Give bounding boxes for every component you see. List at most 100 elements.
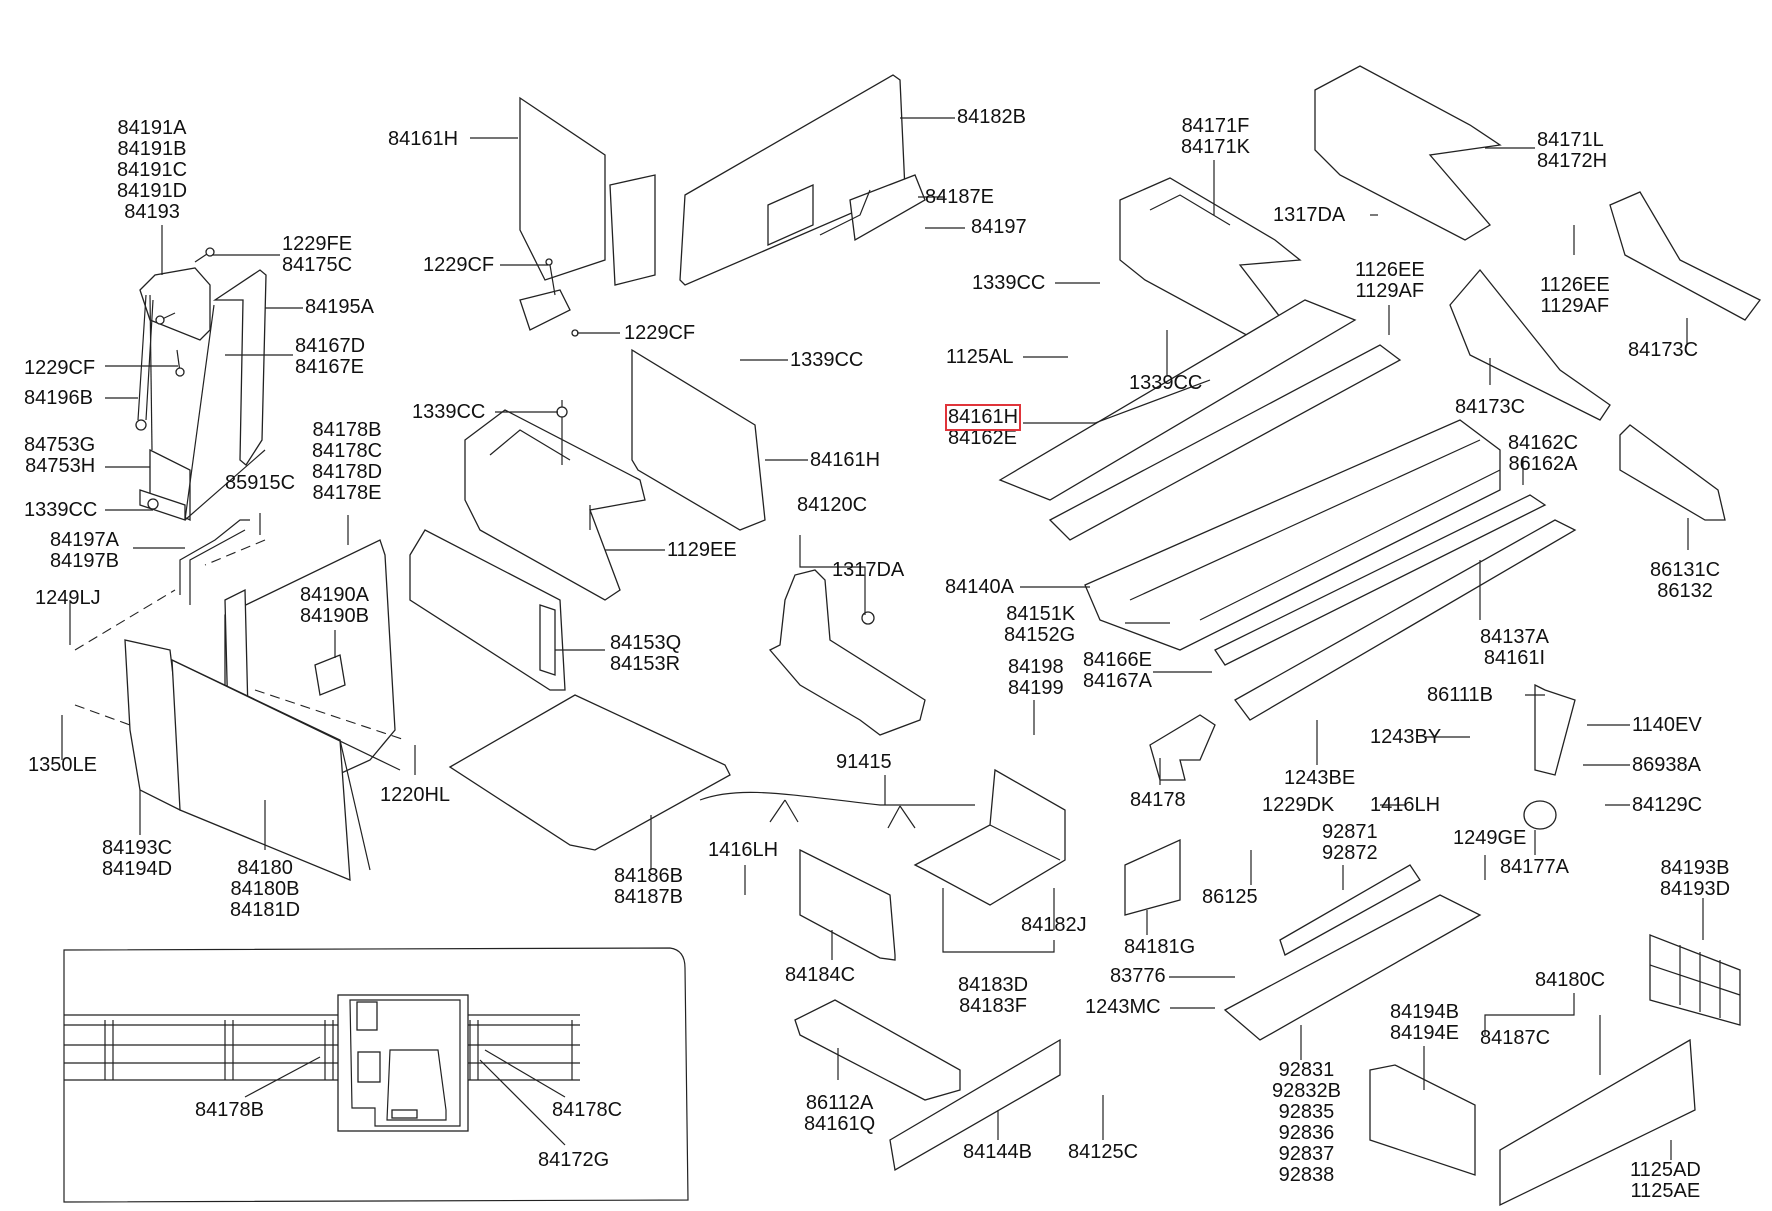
callout-c6: 84196B bbox=[24, 387, 93, 409]
callout-c38: 84144B bbox=[963, 1141, 1032, 1163]
callout-c20: 84187E bbox=[925, 186, 994, 208]
callout-c65: 1416LH bbox=[1370, 794, 1441, 816]
cover-86131C bbox=[1619, 424, 1726, 521]
callout-c41: 1317DA bbox=[1273, 204, 1346, 226]
callout-c3: 84195A bbox=[305, 296, 374, 318]
callout-c26: 84161H bbox=[810, 449, 881, 471]
inset-callout-i2: 84178C bbox=[552, 1099, 623, 1121]
callout-c29: 1317DA bbox=[832, 559, 905, 581]
wire-bracket-part bbox=[74, 519, 266, 651]
rails-84137A bbox=[1214, 494, 1577, 721]
callout-c66: 84129C bbox=[1632, 794, 1703, 816]
step-84173C bbox=[1449, 191, 1761, 421]
divider-panel bbox=[631, 348, 766, 531]
bolts-left bbox=[147, 247, 215, 510]
callout-c9: 85915C bbox=[225, 472, 296, 494]
callout-c22: 1229CF bbox=[423, 254, 495, 276]
callout-c5: 1229CF bbox=[24, 357, 96, 379]
rear-panel-84180C bbox=[1499, 1038, 1696, 1207]
trim-92831 bbox=[1223, 894, 1482, 1041]
callout-c71: 84181G bbox=[1124, 936, 1196, 958]
crossmember-84144B bbox=[889, 1038, 1061, 1172]
control-module-84184C bbox=[799, 848, 896, 961]
callout-c23: 1229CF bbox=[624, 322, 696, 344]
seat-frame-84171L bbox=[1314, 65, 1502, 241]
callout-c21: 84197 bbox=[971, 216, 1027, 238]
floor-plate-84186B bbox=[448, 694, 731, 851]
callout-c49: 84173C bbox=[1455, 396, 1526, 418]
callout-c12: 1249LJ bbox=[35, 587, 101, 609]
callout-c61: 86938A bbox=[1632, 754, 1701, 776]
floor-cover-84161H bbox=[998, 299, 1357, 501]
callout-c25: 1339CC bbox=[412, 401, 486, 423]
callout-c59: 1140EV bbox=[1632, 714, 1702, 736]
callout-c69: 84177A bbox=[1500, 856, 1569, 878]
callout-c18: 84161H bbox=[388, 128, 459, 150]
lid-panel bbox=[74, 639, 406, 882]
callout-c24: 1339CC bbox=[790, 349, 864, 371]
callout-c27: 1129EE bbox=[667, 539, 737, 561]
small-bracket-1229CF bbox=[519, 258, 579, 337]
floor-pan-84140A bbox=[1048, 344, 1501, 651]
bracket-84178 bbox=[1149, 714, 1216, 781]
callout-c58: 86111B bbox=[1427, 684, 1493, 706]
callout-c14: 1350LE bbox=[28, 754, 97, 776]
callout-c62: 1243BE bbox=[1284, 767, 1356, 789]
leader-lines bbox=[61, 117, 1704, 1160]
side-trim-84153 bbox=[409, 529, 566, 691]
latch-part bbox=[314, 654, 346, 696]
callout-c47: 1339CC bbox=[1129, 372, 1203, 394]
callout-c33: 1416LH bbox=[708, 839, 779, 861]
callout-c60: 1243BY bbox=[1370, 726, 1442, 748]
highlighted-part-label: 84161H bbox=[944, 404, 1022, 431]
cap-84177A bbox=[1523, 800, 1557, 830]
callout-c32: 91415 bbox=[836, 751, 892, 773]
callout-c15: 1220HL bbox=[380, 784, 451, 806]
inset-callout-i3: 84172G bbox=[538, 1149, 610, 1171]
callout-c63: 84178 bbox=[1130, 789, 1186, 811]
gas-strut-part bbox=[135, 294, 154, 431]
callout-c64: 1229DK bbox=[1262, 794, 1335, 816]
side-panel-84161H bbox=[519, 96, 656, 286]
callout-c73: 1243MC bbox=[1085, 996, 1161, 1018]
callout-c70: 86125 bbox=[1202, 886, 1258, 908]
callout-c28: 84120C bbox=[797, 494, 868, 516]
end-panel-84194B bbox=[1369, 1064, 1476, 1176]
bracket-84181G bbox=[1124, 838, 1181, 916]
console-bracket-84120C bbox=[768, 569, 926, 736]
callout-c72: 83776 bbox=[1110, 965, 1166, 987]
latch-84197 bbox=[819, 174, 926, 242]
callout-c46: 1125AL bbox=[946, 346, 1014, 368]
inset-view bbox=[63, 947, 689, 1203]
callout-c8: 1339CC bbox=[24, 499, 98, 521]
callout-c34: 84184C bbox=[785, 964, 856, 986]
vent-84193B bbox=[1649, 934, 1741, 1026]
callout-c39: 84125C bbox=[1068, 1141, 1139, 1163]
front-panel-84182B bbox=[679, 74, 906, 286]
seat-frame-84171F bbox=[1119, 177, 1302, 346]
